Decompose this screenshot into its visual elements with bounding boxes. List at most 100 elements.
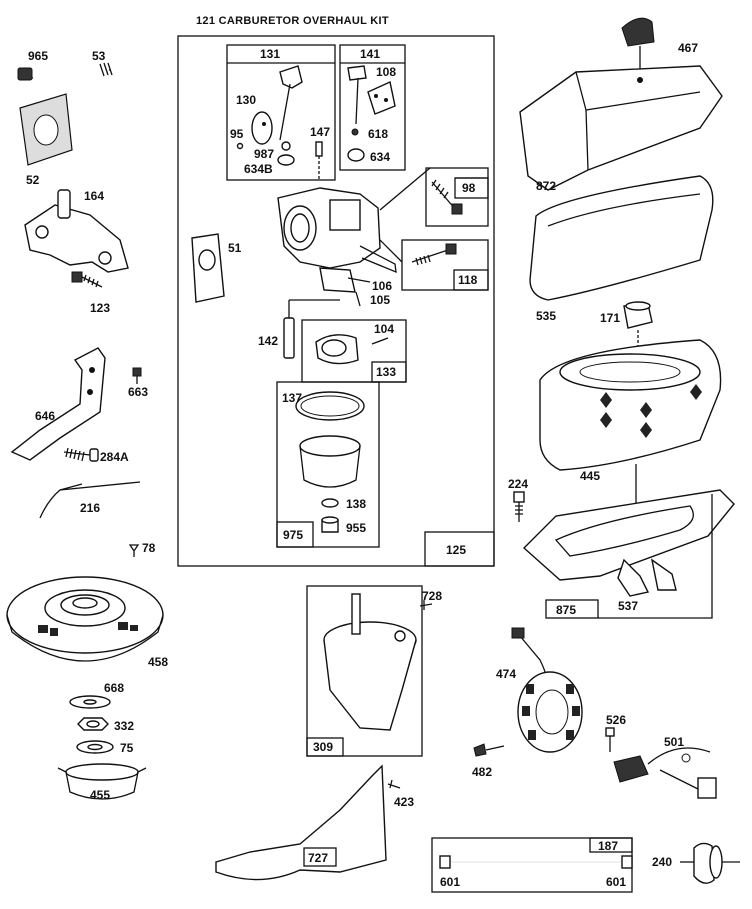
fuel-line-187 [439, 855, 633, 869]
carburetor-body [277, 167, 431, 293]
kit-title: 121 CARBURETOR OVERHAUL KIT [196, 15, 389, 27]
stud-53 [17, 62, 113, 81]
choke-shaft-141 [347, 65, 396, 162]
callout-537: 537 [618, 599, 638, 613]
callout-164: 164 [84, 189, 104, 203]
callout-108: 108 [376, 65, 396, 79]
bowl-gasket-137 [295, 391, 365, 421]
nut-171 [623, 301, 653, 360]
callout-526: 526 [606, 713, 626, 727]
box-98 [425, 167, 489, 227]
callout-75: 75 [120, 741, 134, 755]
screw-728 [419, 600, 433, 610]
callout-131: 131 [260, 47, 280, 61]
callout-872: 872 [536, 179, 556, 193]
callout-106: 106 [372, 279, 392, 293]
governor-309 [323, 593, 417, 731]
box-125 [424, 531, 495, 567]
callout-474: 474 [496, 667, 516, 681]
box-975 [276, 381, 380, 548]
callout-455: 455 [90, 788, 110, 802]
box-309 [306, 585, 423, 757]
screw-423 [387, 779, 401, 789]
callout-284A: 284A [100, 450, 129, 464]
callout-141: 141 [360, 47, 380, 61]
link-216 [39, 481, 141, 519]
callout-601-left: 601 [440, 875, 460, 889]
callout-965: 965 [28, 49, 48, 63]
callout-224: 224 [508, 477, 528, 491]
callout-95: 95 [230, 127, 244, 141]
callout-727: 727 [308, 851, 328, 865]
callout-309: 309 [313, 740, 333, 754]
washer-75 [76, 740, 114, 754]
filter-445 [539, 339, 722, 471]
callout-646: 646 [35, 409, 55, 423]
needle-98 [431, 179, 463, 215]
callout-118: 118 [458, 273, 478, 287]
carburetor-kit-box [177, 35, 495, 567]
callout-668: 668 [104, 681, 124, 695]
callout-987: 987 [254, 147, 274, 161]
callout-728: 728 [422, 589, 442, 603]
callout-53: 53 [92, 49, 106, 63]
throttle-shaft-131 [236, 65, 303, 166]
box-131 [226, 44, 336, 181]
cup-455 [57, 763, 147, 800]
callout-634: 634 [370, 150, 390, 164]
callout-133: 133 [376, 365, 396, 379]
callout-123: 123 [90, 301, 110, 315]
callout-171: 171 [600, 311, 620, 325]
callout-104: 104 [374, 322, 394, 336]
fuel-filter-240 [680, 842, 740, 884]
intake-164 [24, 189, 129, 273]
callout-240: 240 [652, 855, 672, 869]
screw-663 [132, 367, 142, 384]
callout-467: 467 [678, 41, 698, 55]
callout-216: 216 [80, 501, 100, 515]
screw-224 [513, 491, 525, 522]
callout-138: 138 [346, 497, 366, 511]
screw-526 [605, 727, 615, 752]
screw-955 [321, 516, 339, 533]
air-cleaner-cover-872 [519, 65, 723, 191]
callout-445: 445 [580, 469, 600, 483]
float-133 [315, 334, 389, 365]
pre-cleaner-535 [529, 175, 714, 301]
callout-955: 955 [346, 521, 366, 535]
callout-634B: 634B [244, 162, 273, 176]
washer-668 [69, 695, 111, 709]
callout-975: 975 [283, 528, 303, 542]
callout-78: 78 [142, 541, 156, 555]
knob-467 [621, 17, 655, 80]
alternator-474 [511, 627, 583, 753]
callout-187: 187 [598, 839, 618, 853]
box-141 [339, 44, 406, 171]
callout-137: 137 [282, 391, 302, 405]
screen-458 [6, 576, 164, 662]
callout-618: 618 [368, 127, 388, 141]
callout-601-right: 601 [606, 875, 626, 889]
screw-123 [71, 271, 103, 288]
washer-138 [321, 498, 339, 508]
callout-458: 458 [148, 655, 168, 669]
nozzle-142 [283, 299, 340, 359]
callout-875: 875 [556, 603, 576, 617]
gasket-51 [191, 233, 225, 303]
callout-501: 501 [664, 735, 684, 749]
callout-125: 125 [446, 543, 466, 557]
callout-105: 105 [370, 293, 390, 307]
baffle-727 [215, 764, 387, 881]
callout-482: 482 [472, 765, 492, 779]
base-plate-875 [522, 464, 735, 597]
screw-147 [315, 141, 323, 180]
callout-663: 663 [128, 385, 148, 399]
callout-535: 535 [536, 309, 556, 323]
screw-78 [128, 544, 140, 557]
callout-98: 98 [462, 181, 476, 195]
callout-423: 423 [394, 795, 414, 809]
callout-142: 142 [258, 334, 278, 348]
box-118 [401, 239, 489, 291]
bracket-646 [10, 347, 106, 461]
